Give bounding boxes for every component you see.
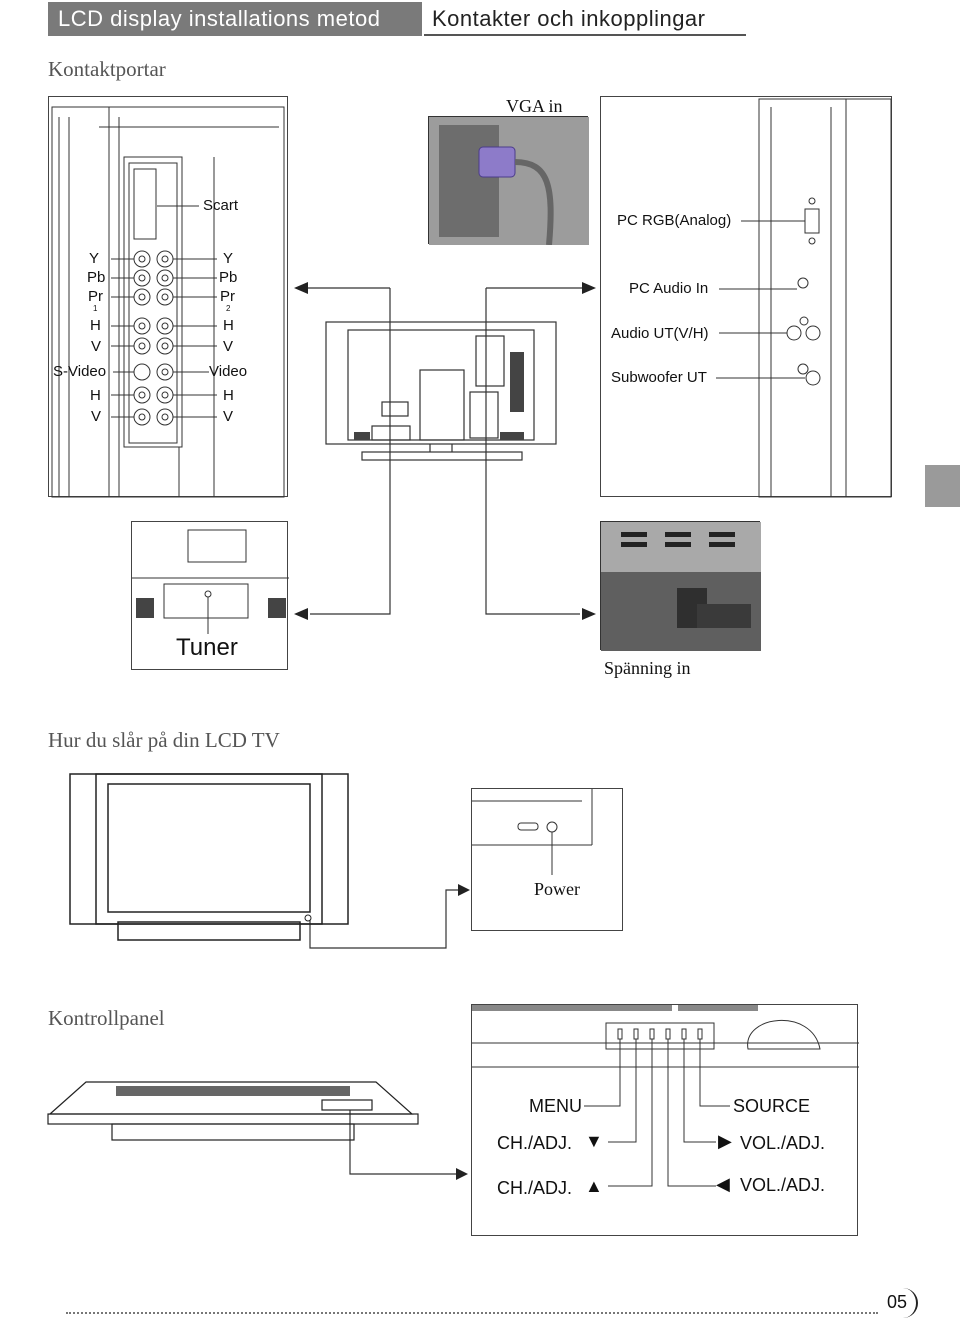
pc-rgb-label: PC RGB(Analog) (617, 212, 732, 229)
header-section-title: LCD display installations metod (48, 2, 422, 36)
tv-top-view (46, 1074, 421, 1142)
connector-panel-right-drawing (716, 98, 892, 498)
vga-in-label: VGA in (506, 96, 563, 116)
scart-label: Scart (203, 197, 239, 214)
video-label: Video (209, 363, 248, 380)
port-label-v2: V (223, 338, 234, 355)
arrow-up-icon: ▲ (585, 1176, 603, 1196)
connector-panel-left: Scart Y Pb Pr 1 H V Y Pb Pr 2 H V S-Vide… (48, 96, 288, 498)
port-label-y1: Y (89, 250, 100, 267)
tuner-panel: Tuner (131, 521, 289, 670)
connector-panel-drawing (51, 106, 285, 498)
audio-out-label: Audio UT(V/H) (611, 325, 709, 342)
port-label-h3: H (90, 387, 101, 404)
volume-down-label: VOL./ADJ. (740, 1175, 826, 1195)
power-button-illustration (472, 789, 593, 875)
tv-front-drawing (68, 772, 350, 944)
tuner-drawing (132, 529, 289, 634)
port-label-pb2: Pb (219, 269, 238, 286)
port-group-number-2: 2 (226, 304, 231, 313)
port-label-v3: V (91, 408, 102, 425)
port-label-h2: H (223, 317, 234, 334)
port-label-h4: H (223, 387, 234, 404)
power-button-closeup: Power (471, 788, 623, 931)
tv-top-illustration (47, 1081, 419, 1141)
port-label-v1: V (91, 338, 102, 355)
page-number: 05 (887, 1292, 908, 1312)
power-in-photo (600, 521, 761, 651)
header-page-title: Kontakter och inkopplingar (424, 2, 746, 36)
connector-panel-right: PC RGB(Analog) PC Audio In Audio UT(V/H)… (600, 96, 892, 498)
tuner-label: Tuner (176, 634, 238, 661)
power-label: Power (534, 879, 580, 899)
svideo-label: S-Video (53, 363, 107, 380)
section-title-ports: Kontaktportar (48, 57, 166, 81)
control-panel-closeup: MENU SOURCE CH./ADJ. ▼ CH./ADJ. ▲ ▶ VOL.… (471, 1004, 859, 1236)
side-tab-marker (925, 465, 960, 507)
control-panel-diagram (472, 1005, 859, 1187)
arrow-left-icon: ◀ (716, 1174, 730, 1194)
vga-connector-illustration (429, 117, 589, 245)
port-label-pr1: Pr (88, 288, 103, 305)
port-label-y2: Y (223, 250, 234, 267)
source-label: SOURCE (733, 1096, 811, 1116)
tv-back-outline (325, 321, 557, 445)
tv-front-illustration (69, 773, 349, 941)
arrow-down-icon: ▼ (585, 1131, 603, 1151)
port-label-v4: V (223, 408, 234, 425)
volume-up-label: VOL./ADJ. (740, 1133, 826, 1153)
subwoofer-label: Subwoofer UT (611, 369, 707, 386)
channel-down-label: CH./ADJ. (497, 1133, 573, 1153)
port-label-h1: H (90, 317, 101, 334)
section-title-control-panel: Kontrollpanel (48, 1006, 165, 1030)
port-label-pb1: Pb (87, 269, 106, 286)
pc-audio-label: PC Audio In (629, 280, 709, 297)
menu-label: MENU (529, 1096, 582, 1116)
footer-rule (66, 1312, 878, 1314)
vga-photo (428, 116, 589, 245)
channel-up-label: CH./ADJ. (497, 1178, 573, 1198)
power-cable-illustration (601, 522, 761, 651)
arrow-right-icon: ▶ (718, 1131, 732, 1151)
section-title-power-on: Hur du slår på din LCD TV (48, 728, 280, 752)
page-number-badge (882, 1288, 918, 1318)
port-group-number-1: 1 (93, 304, 98, 313)
power-in-label: Spänning in (604, 658, 691, 678)
port-label-pr2: Pr (220, 288, 235, 305)
